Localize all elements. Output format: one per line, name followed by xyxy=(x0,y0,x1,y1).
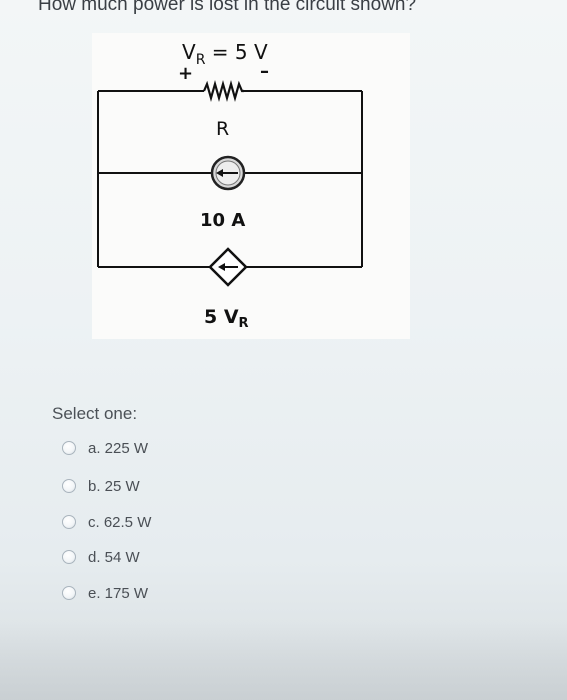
circuit-svg: VR = 5 V + – R 10 A xyxy=(97,40,363,331)
radio-button[interactable] xyxy=(62,586,76,600)
radio-button[interactable] xyxy=(62,550,76,564)
radio-button[interactable] xyxy=(62,479,76,493)
option-b[interactable]: b. 25 W xyxy=(62,475,140,497)
minus-sign: – xyxy=(260,61,269,82)
side-wires xyxy=(97,91,363,267)
current-source-label: 10 A xyxy=(200,210,245,231)
option-d[interactable]: d. 54 W xyxy=(62,546,140,568)
option-a[interactable]: a. 225 W xyxy=(62,437,148,459)
select-one-label: Select one: xyxy=(52,404,138,423)
voltage-label: VR = 5 V xyxy=(182,40,268,68)
dependent-source-label: 5 VR xyxy=(204,306,249,331)
option-e[interactable]: e. 175 W xyxy=(62,582,148,604)
resistor-symbol xyxy=(202,79,244,103)
question-text: How much power is lost in the circuit sh… xyxy=(38,0,417,15)
option-label: c. 62.5 W xyxy=(88,513,152,531)
radio-button[interactable] xyxy=(62,441,76,455)
dependent-source-symbol xyxy=(208,247,248,287)
circuit-diagram: VR = 5 V + – R 10 A xyxy=(92,33,410,339)
option-c[interactable]: c. 62.5 W xyxy=(62,511,151,533)
current-source-symbol xyxy=(210,155,246,191)
option-label: b. 25 W xyxy=(88,477,140,495)
option-label: d. 54 W xyxy=(88,548,140,566)
option-label: a. 225 W xyxy=(88,439,149,457)
radio-button[interactable] xyxy=(62,515,76,529)
plus-sign: + xyxy=(178,63,193,84)
bottom-shadow xyxy=(0,622,567,700)
option-label: e. 175 W xyxy=(88,584,149,602)
resistor-label: R xyxy=(216,118,229,140)
